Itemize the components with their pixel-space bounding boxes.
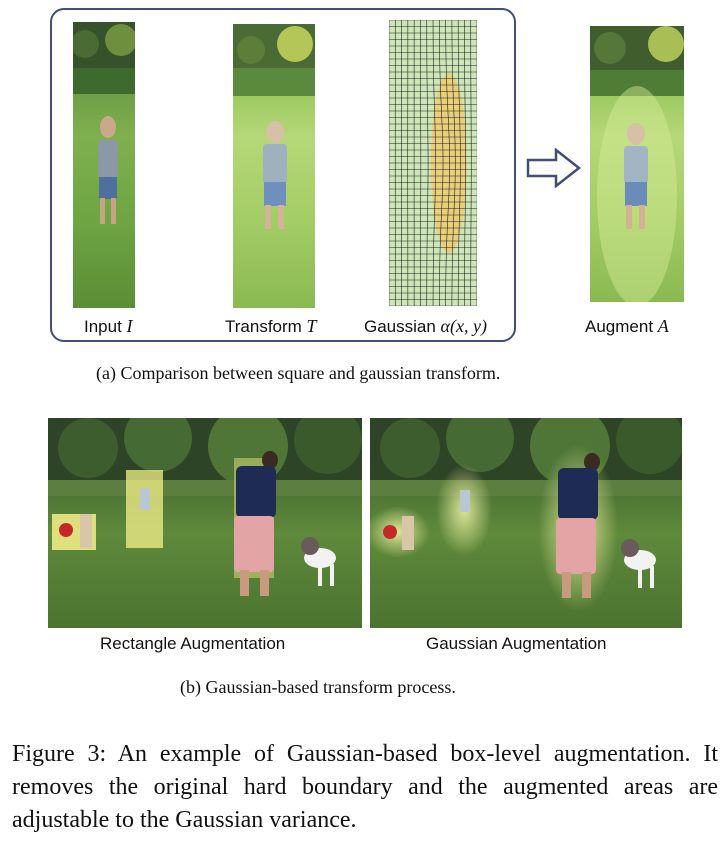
augment-image [590, 26, 684, 302]
panel-a-frame [50, 8, 516, 342]
label-transform: Transform T [225, 316, 317, 336]
label-augment: Augment A [585, 316, 669, 336]
gaussian-grid [388, 19, 478, 307]
gaussian-augmentation-image [370, 418, 682, 628]
panel-b-caption: (b) Gaussian-based transform process. [180, 677, 456, 697]
panel-a-caption: (a) Comparison between square and gaussi… [96, 363, 501, 383]
input-image [73, 22, 135, 308]
transform-image [233, 24, 315, 308]
right-arrow-outline-icon [526, 148, 582, 188]
figure-caption: Figure 3: An example of Gaussian-based b… [12, 741, 718, 833]
label-gaussian-augmentation: Gaussian Augmentation [426, 634, 607, 653]
label-input: Input I [84, 316, 133, 336]
rectangle-augmentation-image [48, 418, 362, 628]
label-rectangle-augmentation: Rectangle Augmentation [100, 634, 286, 653]
label-gaussian: Gaussian α(x, y) [364, 316, 487, 336]
